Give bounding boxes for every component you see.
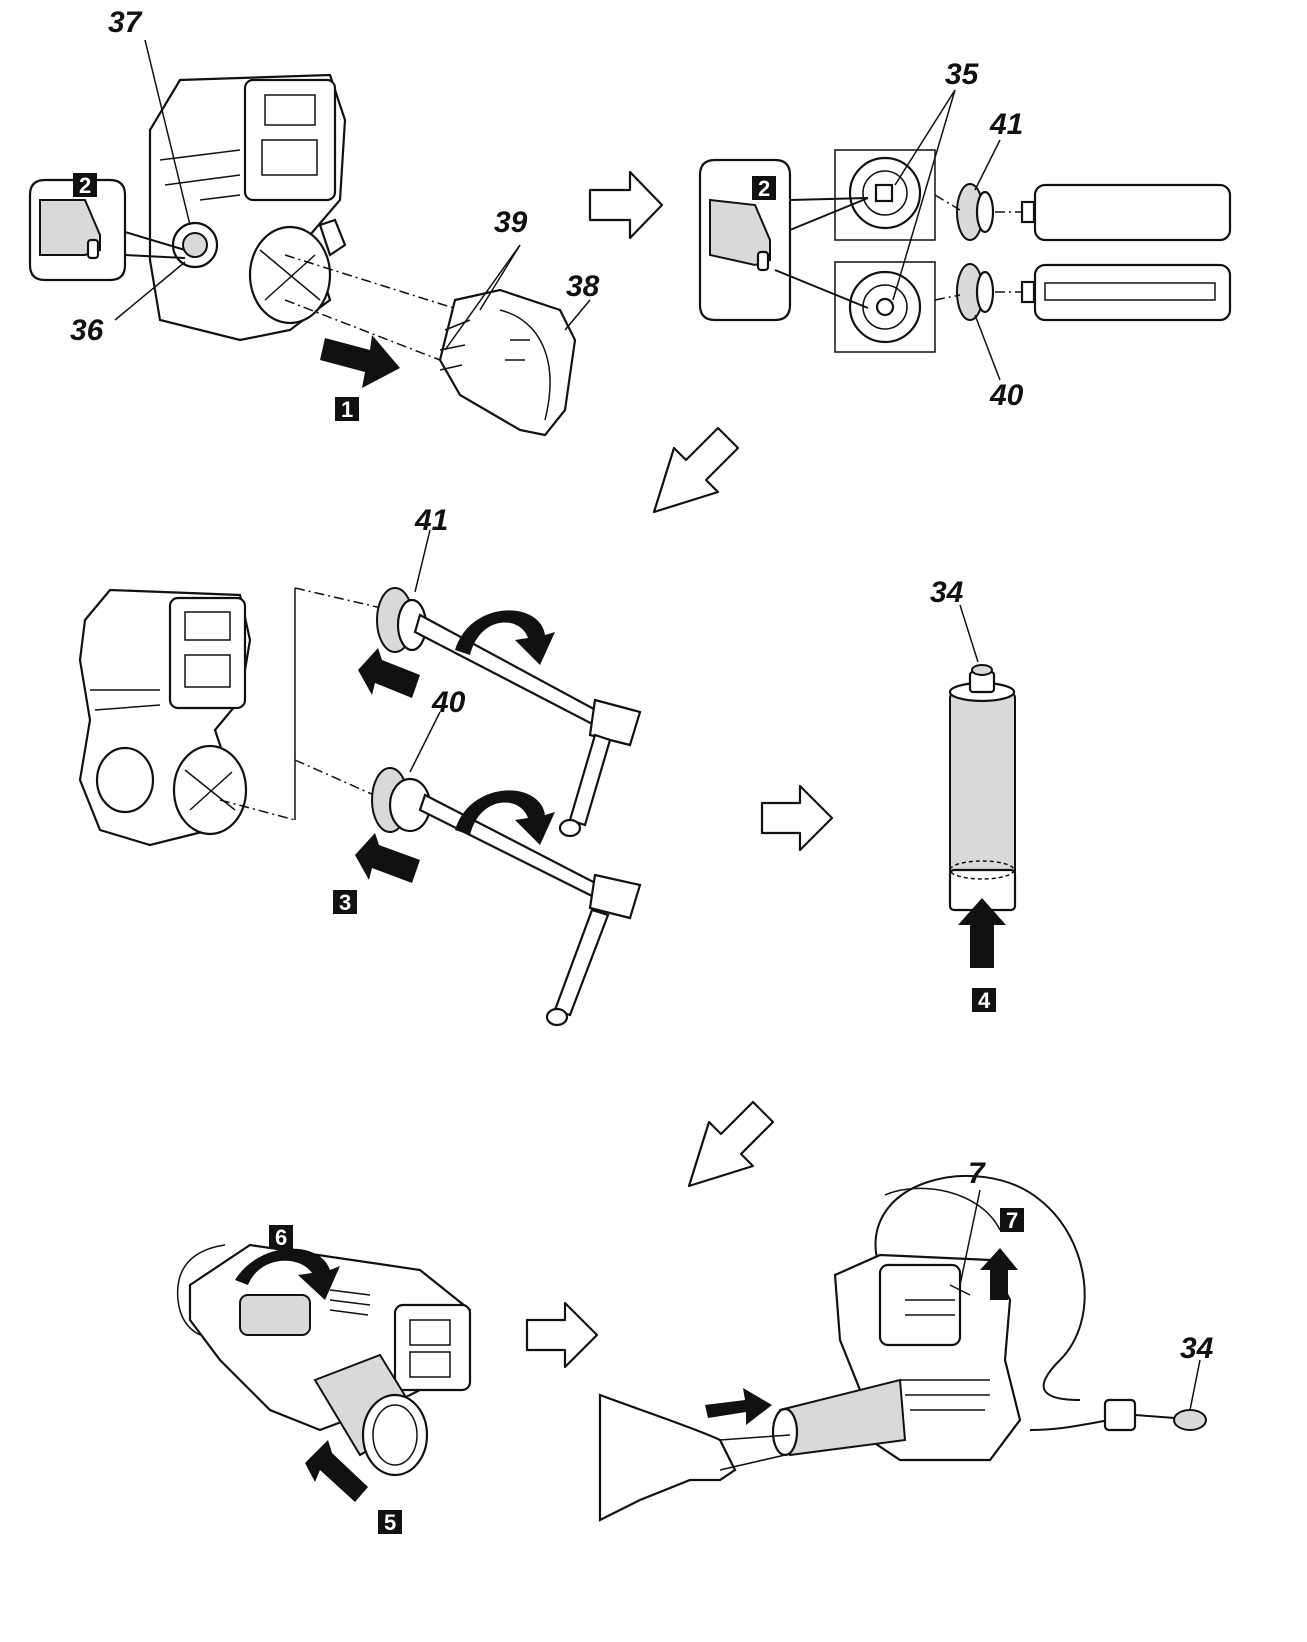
panel-step-4-grease-cartridge: 34 4: [930, 576, 1017, 1013]
svg-text:2: 2: [79, 173, 91, 198]
callout-39: 39: [494, 206, 528, 239]
rotate-arrow-icon: [455, 790, 555, 845]
callout-41-mid: 41: [414, 504, 448, 537]
callout-37: 37: [108, 6, 143, 39]
panel-step-2-bearings: 35 41 40 2: [698, 58, 1232, 412]
callout-35: 35: [945, 58, 980, 91]
grease-tube-icon: [698, 158, 792, 322]
grease-tube-icon: [28, 178, 127, 282]
callout-36: 36: [70, 314, 104, 347]
svg-text:5: 5: [384, 1510, 396, 1535]
drive-gear-part-38: [438, 288, 577, 437]
callout-41-top: 41: [989, 108, 1023, 141]
svg-text:4: 4: [978, 988, 991, 1013]
callout-38: 38: [566, 270, 600, 303]
step-badge-1: 1: [335, 397, 359, 422]
rotate-arrow-icon: [235, 1248, 340, 1300]
push-arrow-icon: [980, 1248, 1018, 1300]
step-badge-7: 7: [1000, 1208, 1024, 1233]
flow-arrow-icon: [687, 1100, 775, 1188]
svg-text:2: 2: [758, 176, 770, 201]
push-arrow-icon: [958, 898, 1006, 968]
svg-text:3: 3: [339, 890, 351, 915]
step-badge-5: 5: [378, 1510, 402, 1535]
callout-40-top: 40: [989, 379, 1024, 412]
push-arrow-icon: [705, 1388, 772, 1425]
svg-text:1: 1: [341, 397, 353, 422]
step-badge-3: 3: [333, 890, 357, 915]
step-badge-2-left: 2: [73, 173, 97, 198]
panel-step-1-housing: 37 36 39 38 1 2: [28, 6, 600, 437]
callout-34-bottom: 34: [1180, 1332, 1214, 1365]
push-arrow-icon: [355, 833, 420, 883]
push-arrow-icon: [305, 1440, 368, 1502]
svg-text:6: 6: [275, 1225, 287, 1250]
flow-arrow-icon: [588, 170, 664, 240]
step-badge-6: 6: [269, 1225, 293, 1250]
svg-text:7: 7: [1006, 1208, 1018, 1233]
callout-7: 7: [968, 1157, 986, 1190]
step-badge-2-right: 2: [752, 176, 776, 201]
rotate-arrow-icon: [455, 610, 555, 665]
panel-step-3-press-bearings: 41 40 3: [78, 504, 642, 1027]
push-arrow-icon: [358, 648, 420, 698]
push-arrow-icon: [320, 335, 400, 388]
flow-arrow-icon: [760, 784, 834, 852]
panel-step-5-6-insert-cartridge: 5 6: [176, 1225, 472, 1535]
step-badge-4: 4: [972, 988, 996, 1013]
panel-step-7-assembled-gun: 7 34 7: [598, 1157, 1214, 1522]
callout-40-mid: 40: [431, 686, 466, 719]
flow-arrow-icon: [652, 426, 740, 514]
flow-arrow-icon: [525, 1301, 599, 1369]
callout-34-mid: 34: [930, 576, 964, 609]
